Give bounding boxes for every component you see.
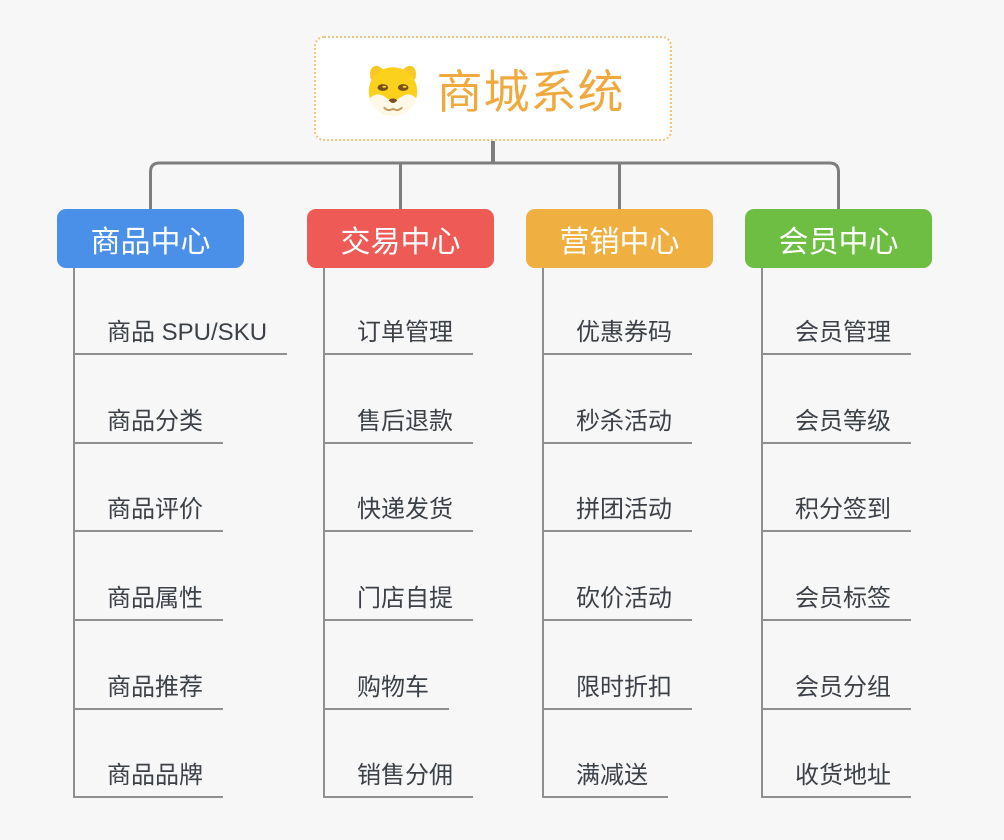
leaf-node[interactable]: 购物车	[325, 676, 449, 710]
leaf-node[interactable]: 快递发货	[325, 498, 473, 532]
leaf-node[interactable]: 收货地址	[763, 764, 911, 798]
branch-node-member-center[interactable]: 会员中心	[745, 209, 932, 268]
branch-column-marketing-center: 优惠券码 秒杀活动 拼团活动 砍价活动 限时折扣 满减送	[542, 268, 774, 798]
branch-node-trade-center[interactable]: 交易中心	[307, 209, 494, 268]
leaf-node[interactable]: 会员标签	[763, 587, 911, 621]
leaf-node[interactable]: 商品分类	[75, 410, 223, 444]
leaf-node[interactable]: 门店自提	[325, 587, 473, 621]
leaf-node[interactable]: 订单管理	[325, 321, 473, 355]
branch-node-marketing-center[interactable]: 营销中心	[526, 209, 713, 268]
leaf-node[interactable]: 商品推荐	[75, 676, 223, 710]
branch-column-product-center: 商品 SPU/SKU 商品分类 商品评价 商品属性 商品推荐 商品品牌	[73, 268, 305, 798]
dog-face-icon	[368, 65, 417, 116]
leaf-node[interactable]: 优惠券码	[544, 321, 692, 355]
branch-label: 营销中心	[559, 225, 680, 259]
branch-node-product-center[interactable]: 商品中心	[57, 209, 244, 268]
branch-column-trade-center: 订单管理 售后退款 快递发货 门店自提 购物车 销售分佣	[323, 268, 555, 798]
leaf-node[interactable]: 砍价活动	[544, 587, 692, 621]
leaf-node[interactable]: 秒杀活动	[544, 410, 692, 444]
leaf-node[interactable]: 商品属性	[75, 587, 223, 621]
leaf-node[interactable]: 售后退款	[325, 410, 473, 444]
leaf-node[interactable]: 会员管理	[763, 321, 911, 355]
branch-label: 交易中心	[340, 225, 461, 259]
leaf-node[interactable]: 拼团活动	[544, 498, 692, 532]
leaf-node[interactable]: 满减送	[544, 764, 668, 798]
leaf-node[interactable]: 限时折扣	[544, 676, 692, 710]
leaf-node[interactable]: 会员分组	[763, 676, 911, 710]
branch-label: 商品中心	[90, 225, 211, 259]
leaf-node[interactable]: 商品品牌	[75, 764, 223, 798]
leaf-node[interactable]: 商品评价	[75, 498, 223, 532]
leaf-node[interactable]: 商品 SPU/SKU	[75, 321, 288, 355]
branch-column-member-center: 会员管理 会员等级 积分签到 会员标签 会员分组 收货地址	[761, 268, 993, 798]
root-node-title: 商城系统	[436, 65, 625, 118]
leaf-node[interactable]: 销售分佣	[325, 764, 473, 798]
branch-label: 会员中心	[778, 225, 899, 259]
leaf-node[interactable]: 积分签到	[763, 498, 911, 532]
root-node-mall-system[interactable]: 商城系统	[314, 36, 672, 141]
leaf-node[interactable]: 会员等级	[763, 410, 911, 444]
